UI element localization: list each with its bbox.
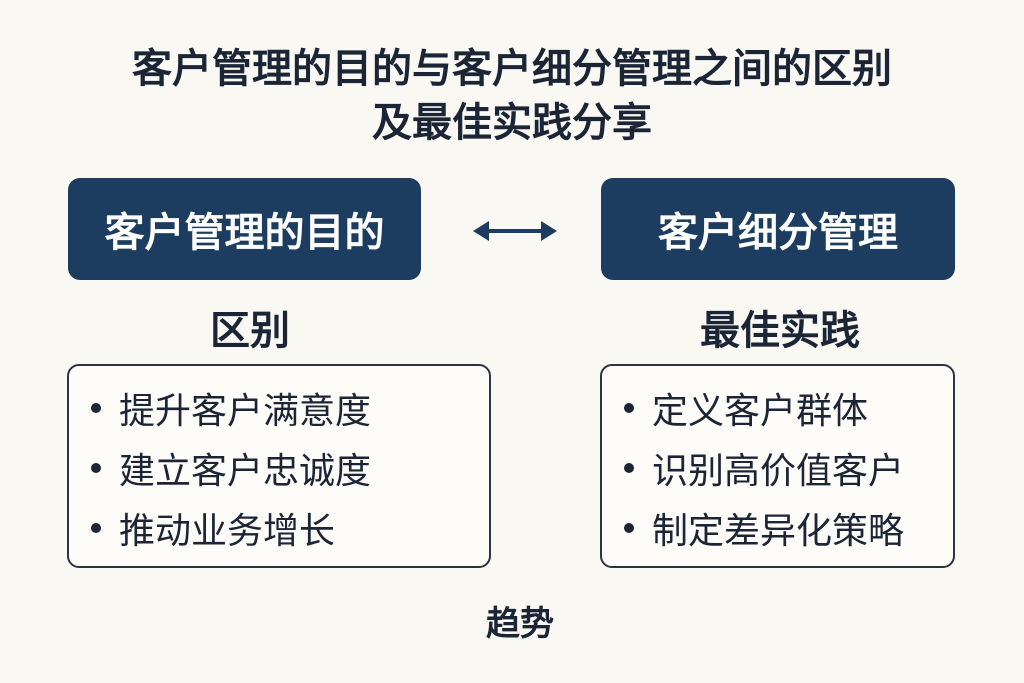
best-practice-list: 定义客户群体 识别高价值客户 制定差异化策略 bbox=[600, 364, 955, 568]
double-arrow-icon bbox=[473, 221, 557, 241]
list-item: 建立客户忠诚度 bbox=[89, 438, 489, 498]
title-line-1: 客户管理的目的与客户细分管理之间的区别 bbox=[132, 46, 892, 92]
bullet-icon bbox=[624, 523, 634, 533]
bullet-icon bbox=[91, 523, 101, 533]
title-line-2: 及最佳实践分享 bbox=[372, 100, 652, 146]
customer-management-purpose-box: 客户管理的目的 bbox=[68, 178, 421, 280]
diagram-title: 客户管理的目的与客户细分管理之间的区别 及最佳实践分享 bbox=[0, 42, 1024, 150]
bullet-icon bbox=[91, 403, 101, 413]
list-item-text: 建立客户忠诚度 bbox=[119, 451, 372, 492]
best-practice-heading: 最佳实践 bbox=[700, 308, 860, 354]
list-item: 提升客户满意度 bbox=[89, 378, 489, 438]
list-item-text: 制定差异化策略 bbox=[652, 511, 905, 552]
difference-heading: 区别 bbox=[210, 308, 290, 354]
bullet-icon bbox=[624, 463, 634, 473]
list-item: 制定差异化策略 bbox=[622, 498, 953, 558]
customer-segmentation-label: 客户细分管理 bbox=[658, 210, 898, 256]
list-item-text: 识别高价值客户 bbox=[652, 451, 905, 492]
arrow-head-left bbox=[473, 221, 489, 241]
difference-list: 提升客户满意度 建立客户忠诚度 推动业务增长 bbox=[67, 364, 491, 568]
list-item: 识别高价值客户 bbox=[622, 438, 953, 498]
customer-segmentation-box: 客户细分管理 bbox=[601, 178, 955, 280]
arrow-head-right bbox=[541, 221, 557, 241]
customer-management-purpose-label: 客户管理的目的 bbox=[104, 210, 385, 256]
bullet-icon bbox=[624, 403, 634, 413]
list-item: 定义客户群体 bbox=[622, 378, 953, 438]
list-item-text: 定义客户群体 bbox=[652, 391, 869, 432]
bullet-icon bbox=[91, 463, 101, 473]
list-item-text: 推动业务增长 bbox=[119, 511, 336, 552]
list-item: 推动业务增长 bbox=[89, 498, 489, 558]
list-item-text: 提升客户满意度 bbox=[119, 391, 372, 432]
footer-text: 趋势 bbox=[486, 604, 554, 644]
